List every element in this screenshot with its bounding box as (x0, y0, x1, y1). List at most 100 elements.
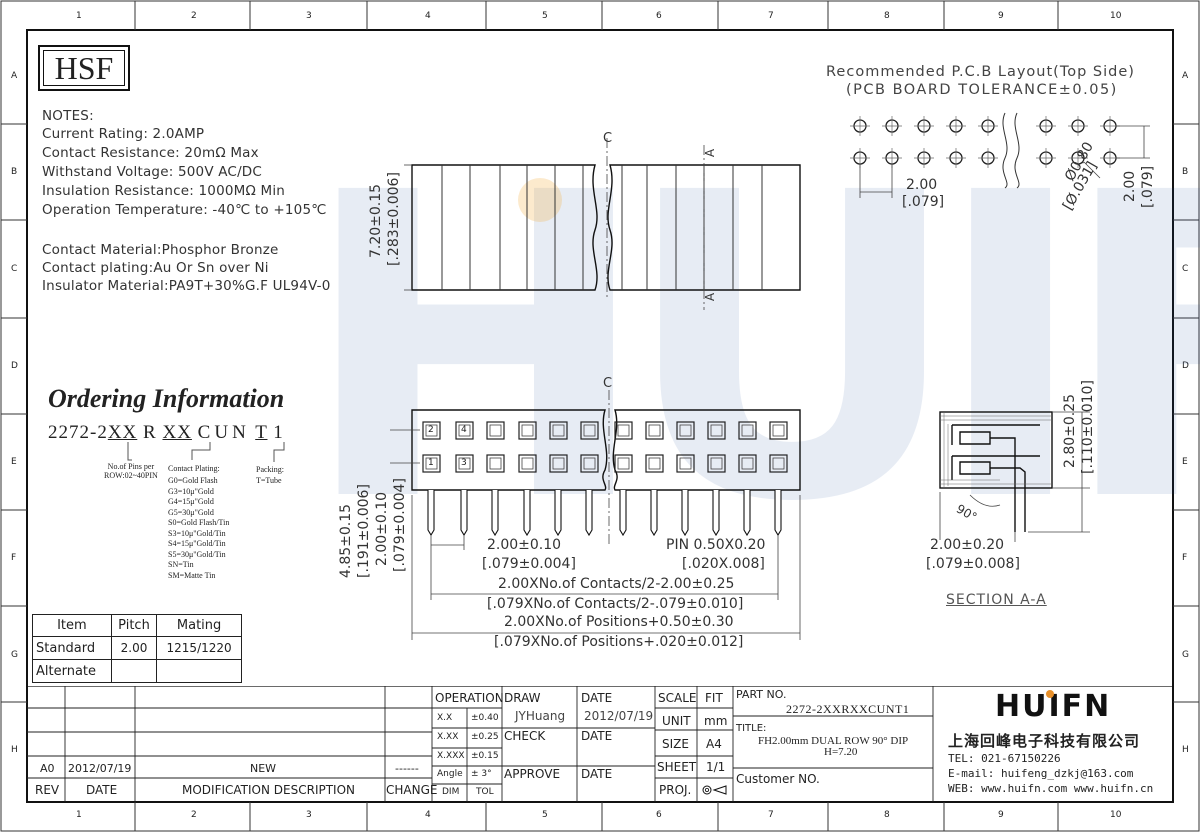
ordering-part-number: 2272-2XX R XX CUN T 1 (48, 422, 284, 444)
part-no-label: PART NO. (736, 688, 787, 701)
col-number: 4 (425, 11, 431, 21)
row-letter: E (1182, 457, 1188, 467)
approve-label: APPROVE (504, 767, 561, 781)
positions-dim: 2.00XNo.of Positions+0.50±0.30 (504, 614, 734, 630)
title-block-svg (27, 686, 1173, 802)
col-number: 5 (542, 11, 548, 21)
ordering-title: Ordering Information (48, 384, 285, 413)
part-prefix: 2272-2 (48, 422, 108, 443)
col-number: 3 (306, 11, 312, 21)
date-header: DATE (86, 783, 118, 797)
pcb-row-dim: 2.00 (1122, 170, 1138, 202)
pcb-title: Recommended P.C.B Layout(Top Side) (826, 64, 1135, 80)
top-height-dim-in: [.283±0.006] (386, 172, 402, 266)
mating-cell: Alternate (32, 659, 112, 683)
mating-cell (110, 659, 158, 683)
col-number: 5 (542, 810, 548, 820)
title-label: TITLE: (736, 723, 767, 734)
mating-cell: Standard (32, 636, 112, 660)
row-letter: C (1182, 264, 1189, 274)
pcb-pitch-dim: 2.00 (906, 177, 938, 193)
row-letter: A (11, 71, 18, 81)
plating-option: G5=30μ"Gold (168, 507, 214, 517)
plating-option: G0=Gold Flash (168, 476, 218, 485)
pin-number: 1 (428, 458, 434, 468)
row-letter: G (1182, 650, 1189, 660)
col-number: 10 (1110, 11, 1122, 21)
row-letter: F (11, 553, 17, 563)
row-letter: E (11, 457, 17, 467)
plating-option: SN=Tin (168, 560, 194, 569)
unit-label: UNIT (662, 714, 691, 728)
contacts-dim: 2.00XNo.of Contacts/2-2.00±0.25 (498, 576, 735, 592)
rev-date: 2012/07/19 (68, 762, 132, 775)
tol-dim: X.XX (437, 732, 459, 742)
section-dim-bottom: 2.00±0.20 (930, 537, 1005, 553)
packing-label: Packing: (256, 465, 284, 474)
row-letter: B (11, 167, 18, 177)
size-label: SIZE (662, 737, 689, 751)
dim-label: DIM (442, 787, 460, 797)
plating-option: S5=30μ"Gold/Tin (168, 549, 226, 559)
center-mark-front: C (603, 376, 613, 391)
pin-dim: PIN 0.50X0.20 (666, 537, 766, 553)
col-number: 6 (656, 11, 662, 21)
col-number: 8 (884, 810, 890, 820)
tol-dim: X.XXX (437, 751, 465, 761)
mating-cell: 1215/1220 (156, 636, 242, 660)
tol-value: ±0.25 (471, 732, 499, 742)
ordering-leaders (127, 442, 285, 462)
unit-value: mm (704, 714, 728, 728)
company-tel: TEL: 021-67150226 (948, 752, 1061, 765)
tol-value: ±0.40 (471, 713, 499, 723)
front-view-svg (390, 390, 801, 640)
projection-icon (702, 785, 727, 795)
tol-value: ±0.15 (471, 751, 499, 761)
col-number: 7 (768, 11, 774, 21)
mating-table: Item Pitch Mating Standard 2.00 1215/122… (32, 614, 242, 683)
section-dim-280: 2.80±0.25 (1062, 393, 1078, 468)
tol-dim: Angle (437, 769, 463, 779)
hsf-logo: HSF (38, 45, 130, 91)
mating-cell (156, 659, 242, 683)
material-line: Contact Material:Phosphor Bronze (42, 242, 279, 258)
draw-date: 2012/07/19 (584, 709, 654, 723)
sheet-value: 1/1 (706, 760, 726, 774)
part-suffix: 1 (273, 422, 284, 443)
pin-number: 4 (461, 425, 467, 435)
check-label: CHECK (504, 729, 546, 743)
material-line: Insulator Material:PA9T+30%G.F UL94V-0 (42, 278, 331, 294)
company-name: 上海回峰电子科技有限公司 (948, 732, 1141, 750)
rev-header: REV (35, 783, 60, 797)
dim-485: 4.85±0.15 (338, 503, 354, 578)
note-line: Current Rating: 2.0AMP (42, 126, 205, 142)
col-number: 9 (998, 810, 1004, 820)
plating-option: G4=15μ"Gold (168, 497, 214, 506)
pcb-layout-svg (850, 112, 1150, 198)
material-line: Contact plating:Au Or Sn over Ni (42, 260, 269, 276)
draw-label: DRAW (504, 691, 541, 705)
col-number: 9 (998, 11, 1004, 21)
col-number: 8 (884, 11, 890, 21)
pin-number: 2 (428, 425, 434, 435)
customer-no-label: Customer NO. (736, 772, 820, 786)
center-mark-top: C (603, 131, 613, 146)
section-label: SECTION A-A (946, 592, 1047, 608)
note-line: Withstand Voltage: 500V AC/DC (42, 164, 263, 180)
pitch-dim-in: [.079±0.004] (482, 556, 576, 572)
pin-number: 3 (461, 458, 467, 468)
plating-option: SM=Matte Tin (168, 570, 216, 580)
part-pins: XX (107, 422, 138, 443)
part-t: T (255, 422, 268, 443)
section-mark-bottom: A (703, 292, 718, 302)
company-web: WEB: www.huifn.com www.huifn.cn (948, 782, 1154, 795)
rev-value: A0 (40, 762, 55, 775)
pcb-pitch-dim-in: [.079] (902, 194, 945, 210)
part-cun: CUN (197, 422, 250, 443)
col-number: 6 (656, 810, 662, 820)
tol-value: ± 3° (471, 769, 492, 779)
row-letter: H (11, 745, 18, 755)
sheet-label: SHEET (657, 760, 697, 774)
col-number: 10 (1110, 810, 1122, 820)
